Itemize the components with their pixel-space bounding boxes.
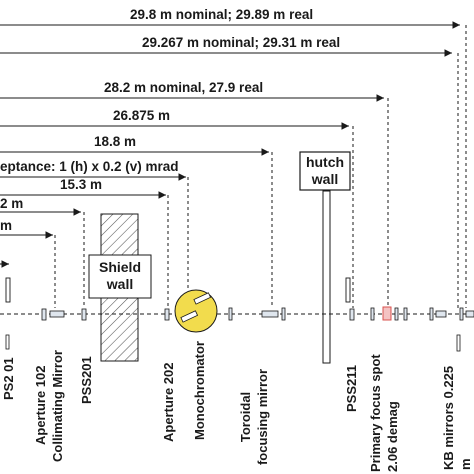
- beamline-components: [5, 277, 474, 352]
- label-pss211: PSS211: [344, 365, 359, 412]
- label-aperture202: Aperture 202: [161, 363, 176, 442]
- label-ps201: PS2 01: [1, 357, 16, 400]
- dim-label-4: 26.875 m: [113, 108, 170, 123]
- focus-slit-a: [370, 307, 375, 321]
- label-monochromator: Monochromator: [192, 341, 207, 440]
- label-pss201: PSS201: [79, 356, 94, 404]
- kb-mirror-v-part: [465, 310, 474, 318]
- component-labels: PS2 01 Aperture 102 Collimating Mirror P…: [1, 341, 473, 472]
- dim-label-6: eptance: 1 (h) x 0.2 (v) mrad: [0, 159, 179, 174]
- dim-label-7: 15.3 m: [60, 177, 102, 192]
- kb-slit-b: [459, 307, 464, 321]
- pss201-part: [81, 308, 87, 321]
- dim-label-2: 29.267 m nominal; 29.31 m real: [142, 35, 340, 50]
- pss211-top: [345, 277, 351, 303]
- toroidal-mirror-part: [261, 310, 279, 318]
- kb-mirror-h-part: [435, 310, 447, 318]
- ps201-stand: [5, 334, 10, 350]
- mono-exit-part: [228, 307, 233, 321]
- aperture202-part: [164, 308, 170, 321]
- label-aperture102: Aperture 102: [33, 366, 48, 445]
- monochromator-part: [174, 289, 218, 333]
- dim-label-5: 18.8 m: [94, 134, 136, 149]
- dimension-lines: [0, 21, 460, 268]
- label-toroidal-focusing-mirror: Toroidal focusing mirror: [238, 369, 270, 465]
- dim-label-9: m: [0, 218, 12, 233]
- primary-focus-spot-part: [382, 306, 392, 321]
- focus-slit-b: [394, 307, 399, 321]
- label-primary-focus-spot: Primary focus spot 2.06 demag: [368, 354, 400, 472]
- drop-lines: [54, 25, 467, 308]
- toroidal-aux-part: [281, 307, 286, 321]
- kb-slit-a: [429, 307, 434, 321]
- collimating-mirror-part: [49, 310, 65, 318]
- dim-label-8: 2 m: [0, 196, 23, 211]
- dimension-labels: 29.8 m nominal; 29.89 m real 29.267 m no…: [0, 7, 340, 233]
- label-kb-mirrors: KB mirrors 0.225 m: [441, 366, 473, 470]
- aperture102-part: [41, 308, 47, 321]
- kb-stand: [456, 334, 461, 352]
- dim-label-1: 29.8 m nominal; 29.89 m real: [130, 7, 313, 22]
- focus-slit-c: [403, 307, 408, 321]
- label-collimating-mirror: Collimating Mirror: [50, 350, 65, 462]
- pss211-part: [349, 308, 355, 321]
- dim-label-3: 28.2 m nominal, 27.9 real: [104, 80, 263, 95]
- ps201-marker: [5, 277, 11, 303]
